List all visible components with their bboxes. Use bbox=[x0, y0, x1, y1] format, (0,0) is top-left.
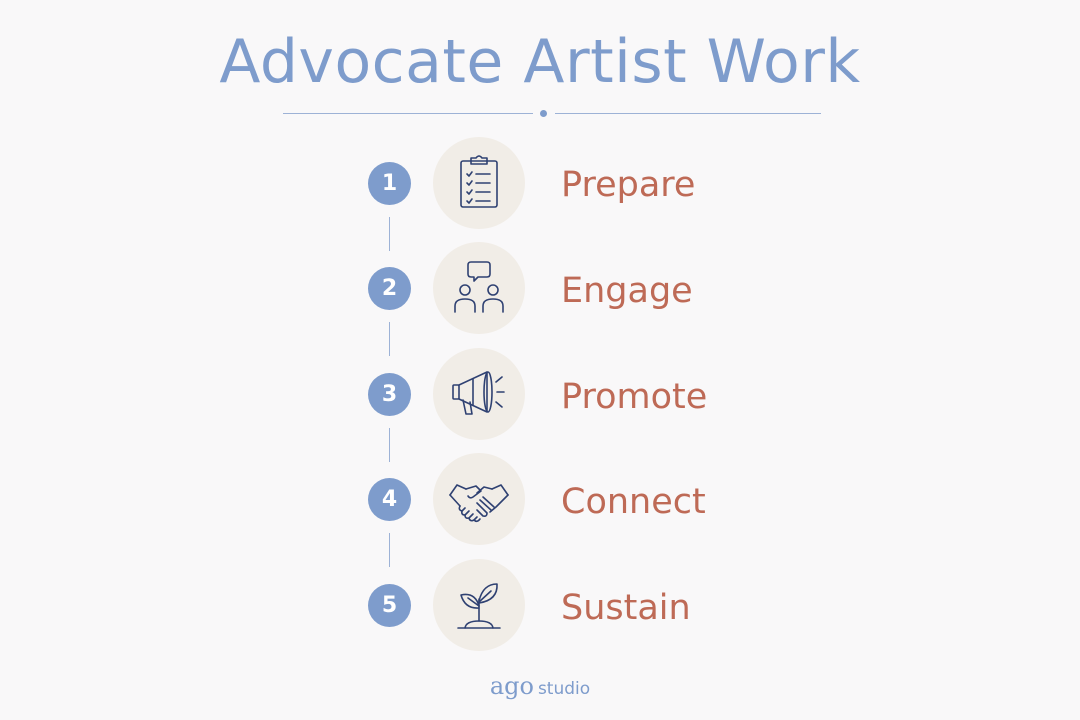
sprout-icon bbox=[433, 559, 525, 651]
step-number-badge: 1 bbox=[368, 162, 411, 205]
step-connector bbox=[389, 217, 390, 251]
people-speech-bubble-icon bbox=[433, 242, 525, 334]
step-number-badge: 3 bbox=[368, 373, 411, 416]
step-label: Connect bbox=[561, 482, 706, 522]
megaphone-icon bbox=[433, 348, 525, 440]
step-label: Promote bbox=[561, 377, 708, 417]
handshake-icon bbox=[433, 453, 525, 545]
step-connector bbox=[389, 428, 390, 462]
clipboard-checklist-icon bbox=[433, 137, 525, 229]
step-connector bbox=[389, 322, 390, 356]
step-label: Sustain bbox=[561, 588, 691, 628]
step-number-badge: 4 bbox=[368, 478, 411, 521]
title-divider-right bbox=[555, 113, 821, 114]
studio-logo-text: studio bbox=[537, 679, 591, 699]
step-label: Engage bbox=[561, 271, 693, 311]
page-title: Advocate Artist Work bbox=[219, 27, 861, 97]
step-number-badge: 5 bbox=[368, 584, 411, 627]
studio-logo-brand: ago bbox=[489, 672, 534, 700]
step-number-badge: 2 bbox=[368, 267, 411, 310]
title-divider-left bbox=[283, 113, 533, 114]
step-label: Prepare bbox=[561, 165, 696, 205]
title-divider-dot bbox=[540, 110, 547, 117]
step-connector bbox=[389, 533, 390, 567]
